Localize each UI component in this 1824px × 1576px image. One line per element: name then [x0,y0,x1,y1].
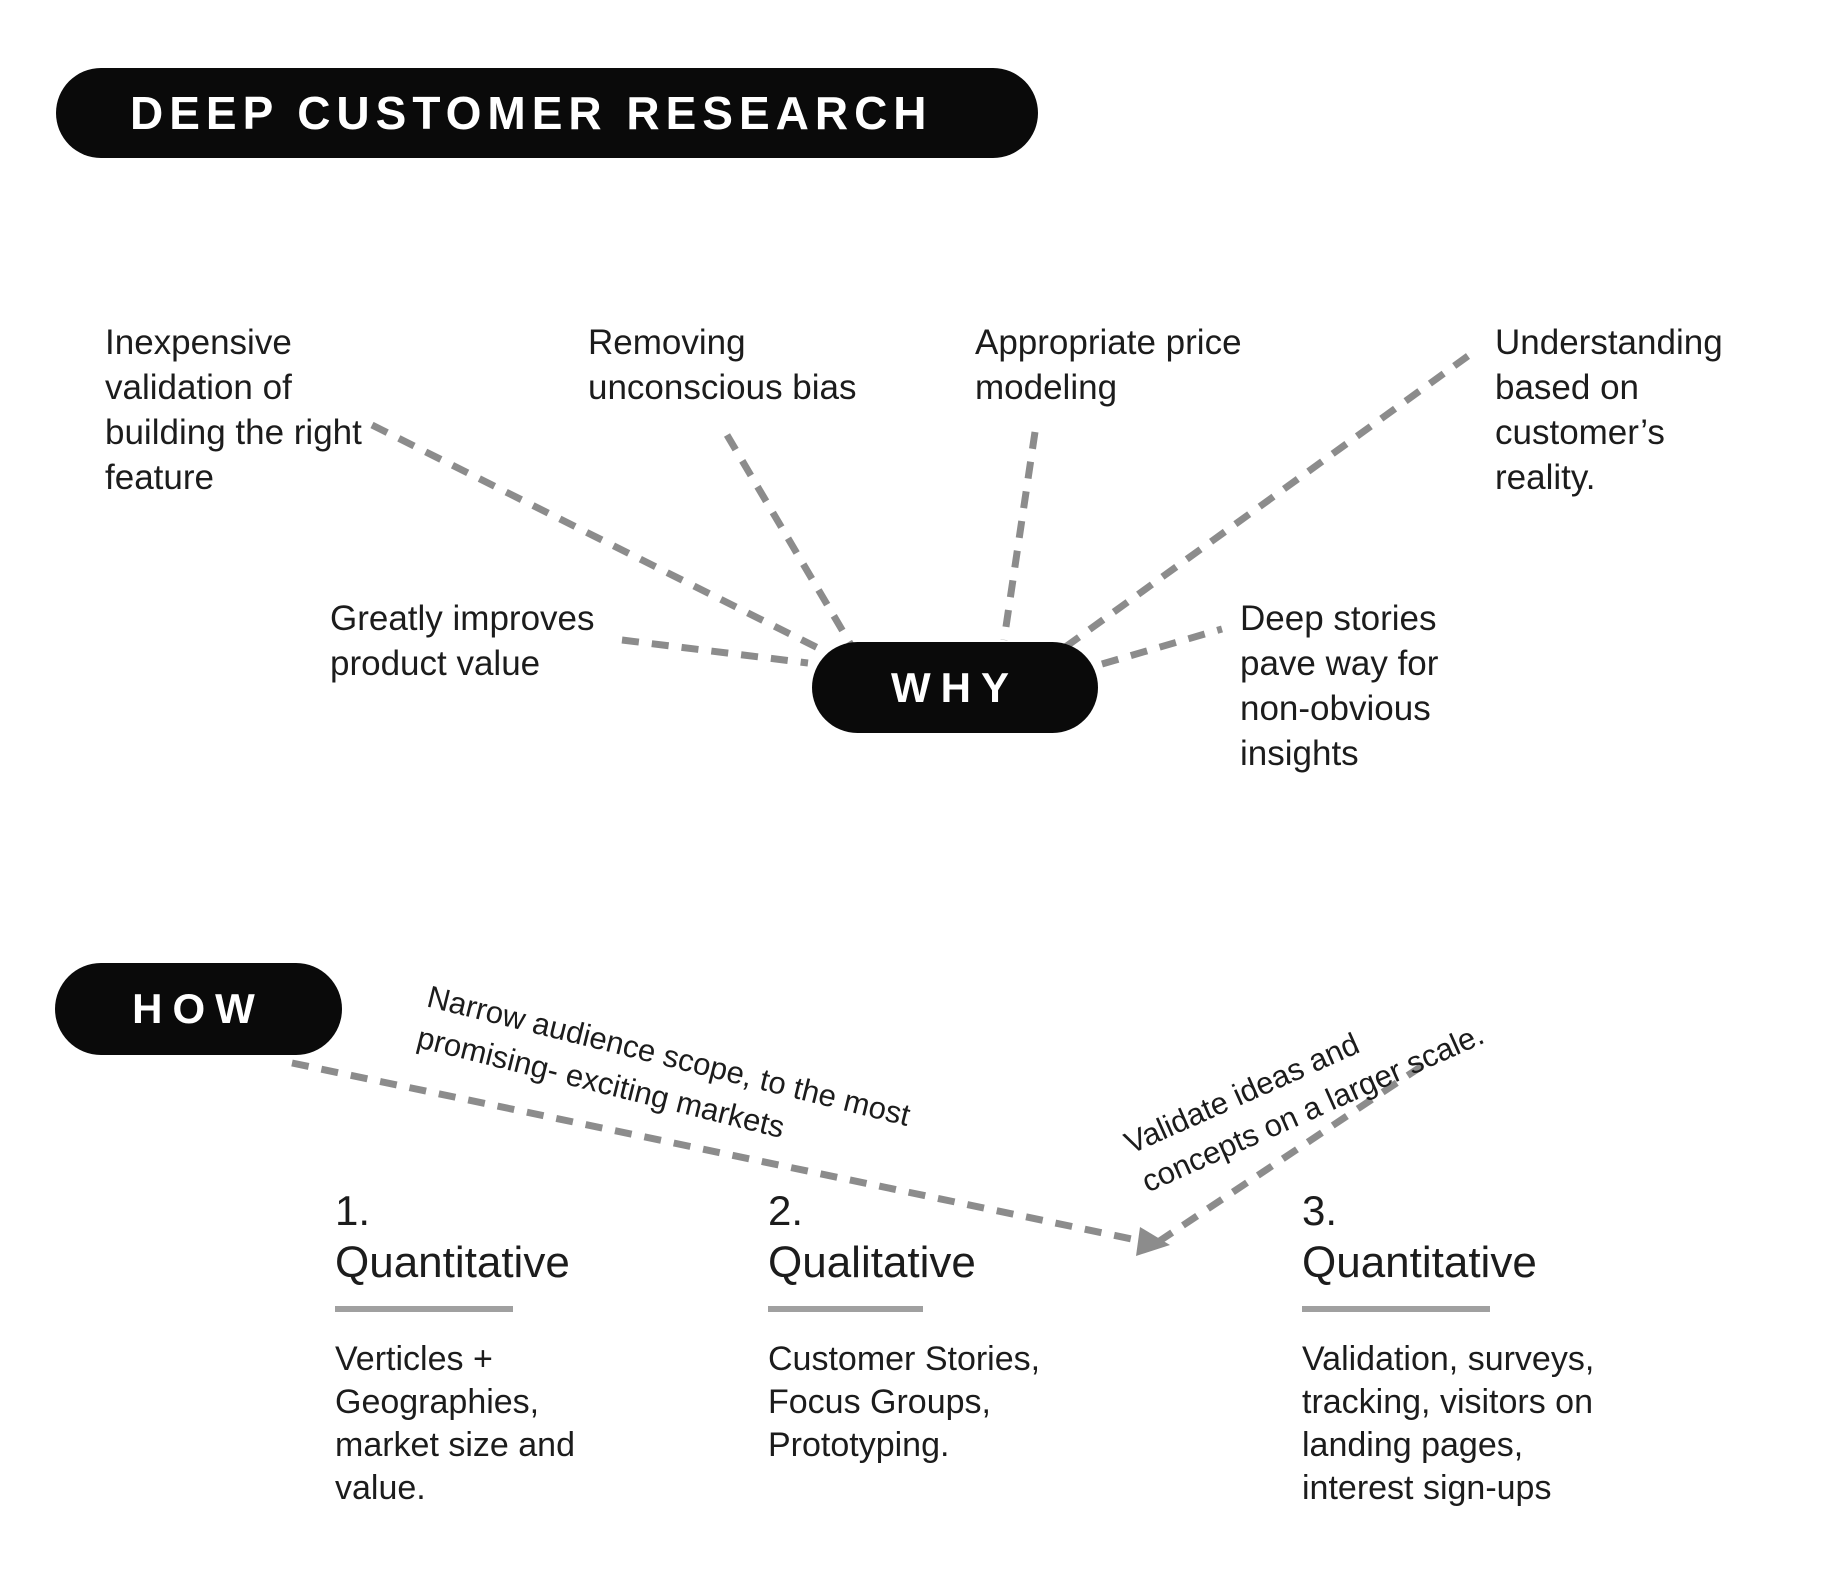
why-pill: WHY [812,642,1098,733]
step-underline [1302,1306,1490,1312]
connector-price-modeling [1000,431,1039,641]
step-title: Quantitative [335,1238,570,1287]
step-number: 2. [768,1187,804,1234]
step-underline [335,1306,513,1312]
step-number: 1. [335,1187,371,1234]
arrowhead [1136,1227,1170,1256]
step-details: Validation, surveys, tracking, visitors … [1302,1340,1595,1507]
why-reason-product-value: Greatly improves product value [330,599,595,683]
why-reason-deep-stories: Deep stories pave way for non-obvious in… [1240,599,1439,773]
step-title: Quantitative [1302,1238,1537,1287]
step-2-qualitative: 2. Qualitative Customer Stories, Focus G… [768,1186,1068,1467]
how-pill: HOW [55,963,342,1055]
why-reason-inexpensive-validation: Inexpensive validation of building the r… [105,323,362,497]
step-number: 3. [1302,1187,1338,1234]
why-reason-price-modeling: Appropriate price modeling [975,323,1242,407]
step-3-quantitative: 3. Quantitative Validation, surveys, tra… [1302,1186,1622,1510]
why-label: WHY [891,663,1019,711]
connector-deep-stories [1101,625,1223,668]
diagram-title: DEEP CUSTOMER RESEARCH [130,87,933,139]
step-1-quantitative: 1. Quantitative Verticles + Geographies,… [335,1186,615,1510]
step-underline [768,1306,923,1312]
why-reason-understanding-reality: Understanding based on customer’s realit… [1495,323,1723,497]
why-reason-removing-bias: Removing unconscious bias [588,323,857,407]
how-annotation-validate-scale: Validate ideas and concepts on a larger … [1119,1016,1490,1200]
connector-product-value [621,636,809,667]
connector-removing-bias [723,433,855,647]
diagram-title-pill: DEEP CUSTOMER RESEARCH [56,68,1038,158]
step-details: Verticles + Geographies, market size and… [335,1340,575,1507]
how-label: HOW [132,985,265,1032]
step-title: Qualitative [768,1238,976,1287]
how-annotation-narrow-scope: Narrow audience scope, to the most promi… [413,978,914,1145]
step-details: Customer Stories, Focus Groups, Prototyp… [768,1340,1041,1464]
